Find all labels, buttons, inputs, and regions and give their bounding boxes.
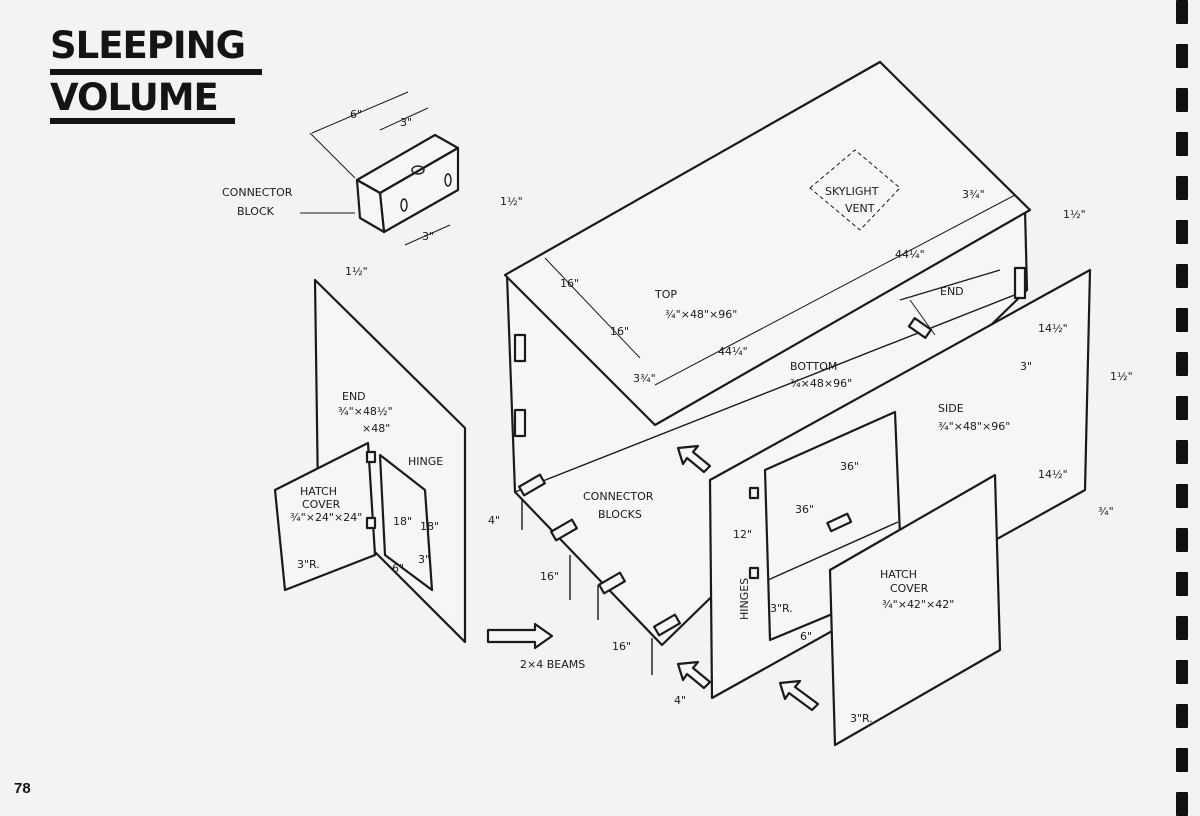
- dimension: 14½": [1038, 322, 1068, 335]
- dimension: 3": [422, 230, 434, 243]
- connector-block-drawing: [300, 91, 460, 246]
- dimension: 6": [800, 630, 812, 643]
- dimension: 1½": [1110, 370, 1133, 383]
- dimension: 3"R.: [770, 602, 793, 615]
- label: 2×4 BEAMS: [520, 658, 585, 671]
- label: COVER: [302, 498, 341, 511]
- dimension: 16": [612, 640, 631, 653]
- dimension: 3": [418, 553, 430, 566]
- label: HATCH: [880, 568, 917, 581]
- arrow-up-left-icon: [778, 679, 820, 712]
- dimension: 18": [393, 515, 412, 528]
- dimension: 1½": [1063, 208, 1086, 221]
- label: ¾"×42"×42": [882, 598, 954, 611]
- dimension: 44¼": [718, 345, 748, 358]
- dimension: 36": [840, 460, 859, 473]
- dimension: 6": [392, 562, 404, 575]
- dimension: 1½": [345, 265, 368, 278]
- dimension: 16": [560, 277, 579, 290]
- arrow-up-left-icon: [676, 660, 712, 690]
- main-box-drawing: [503, 60, 1032, 675]
- label: ¾"×48"×96": [938, 420, 1010, 433]
- dimension: 3": [1020, 360, 1032, 373]
- dimension: 6": [350, 108, 362, 121]
- label: END: [342, 390, 366, 403]
- label: VENT: [845, 202, 875, 215]
- spiral-binding: [1176, 0, 1188, 816]
- label: HINGE: [408, 455, 443, 468]
- dimension: 3¾": [962, 188, 985, 201]
- label: HINGES: [738, 578, 751, 620]
- side-hatch-cover-drawing: [828, 473, 1002, 747]
- title-underline: [50, 118, 235, 124]
- label: SIDE: [938, 402, 964, 415]
- dimension: 3"R.: [850, 712, 873, 725]
- label: BLOCK: [237, 205, 275, 218]
- dimension: 3¾": [633, 372, 656, 385]
- dimension: 3": [400, 116, 412, 129]
- page-title-line-2: VOLUME: [50, 76, 219, 119]
- label: ¾×48×96": [790, 377, 852, 390]
- page-title-line-1: SLEEPING: [50, 24, 246, 67]
- label: HATCH: [300, 485, 337, 498]
- label: ¾"×48½": [338, 405, 393, 418]
- dimension: 16": [610, 325, 629, 338]
- label: BOTTOM: [790, 360, 837, 373]
- label: ¾"×48"×96": [665, 308, 737, 321]
- page-number: 78: [14, 780, 31, 797]
- label: COVER: [890, 582, 929, 595]
- dimension: 12": [733, 528, 752, 541]
- dimension: 4": [488, 514, 500, 527]
- dimension: 36": [795, 503, 814, 516]
- title-underline: [50, 69, 262, 75]
- label: ¾"×24"×24": [290, 511, 362, 524]
- dimension: 18": [420, 520, 439, 533]
- dimension: ¾": [1098, 505, 1114, 518]
- label: CONNECTOR: [222, 186, 293, 199]
- label: TOP: [654, 288, 677, 301]
- end-panel-drawing: [273, 278, 467, 644]
- dimension: 3"R.: [297, 558, 320, 571]
- dimension: 4": [674, 694, 686, 707]
- dimension: 1½": [500, 195, 523, 208]
- arrow-up-left-icon: [676, 444, 712, 474]
- direction-arrows: [486, 444, 820, 712]
- dimension: 16": [540, 570, 559, 583]
- label: ×48": [362, 422, 390, 435]
- label: BLOCKS: [598, 508, 642, 521]
- arrow-right-icon: [486, 622, 554, 650]
- dimension: 14½": [1038, 468, 1068, 481]
- dimension: 44¼": [895, 248, 925, 261]
- label: END: [940, 285, 964, 298]
- label: CONNECTOR: [583, 490, 654, 503]
- label: SKYLIGHT: [825, 185, 879, 198]
